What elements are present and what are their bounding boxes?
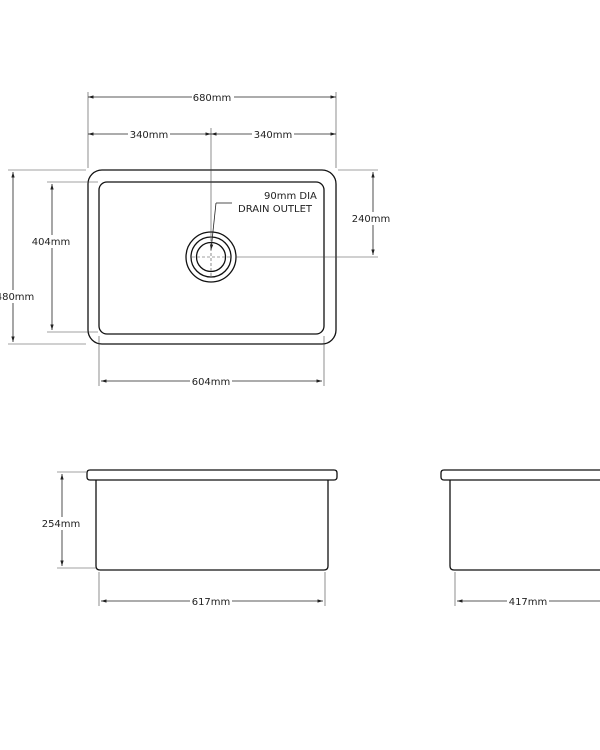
dim-overall-height: 480mm (0, 169, 86, 345)
dim-inner-height: 404mm (31, 181, 98, 333)
dim-drain-offset: 240mm (236, 169, 394, 258)
side-rim (440, 469, 600, 481)
front-rim (86, 469, 338, 481)
dim-side-width: 417mm (454, 572, 600, 608)
label-front-width: 617mm (192, 597, 231, 608)
dim-overall-width: 680mm (87, 90, 337, 168)
sink-bowl-inner (98, 181, 325, 335)
label-half-right: 340mm (254, 130, 293, 141)
label-side-width: 417mm (509, 597, 548, 608)
side-elevation: 417mm (440, 469, 600, 608)
dim-depth: 254mm (40, 471, 96, 569)
label-half-left: 340mm (130, 130, 169, 141)
label-drain-offset: 240mm (352, 214, 391, 225)
side-body (449, 480, 600, 571)
front-elevation: 254mm 617mm (40, 469, 338, 608)
plan-view: 680mm 340mm 340mm 90mm DIA DRAIN OUTLET … (0, 90, 394, 388)
dim-front-width: 617mm (98, 572, 326, 608)
drain-outlet (185, 231, 237, 283)
drain-note-line2: DRAIN OUTLET (238, 204, 313, 215)
front-body (95, 480, 329, 571)
dim-inner-width: 604mm (98, 336, 325, 388)
label-overall-width: 680mm (193, 93, 232, 104)
dim-half-widths: 340mm 340mm (88, 127, 336, 236)
label-overall-height: 480mm (0, 292, 34, 303)
label-depth: 254mm (42, 519, 81, 530)
label-inner-height: 404mm (32, 237, 71, 248)
drain-note-line1: 90mm DIA (264, 191, 317, 202)
drain-callout: 90mm DIA DRAIN OUTLET (209, 191, 317, 251)
label-inner-width: 604mm (192, 377, 231, 388)
